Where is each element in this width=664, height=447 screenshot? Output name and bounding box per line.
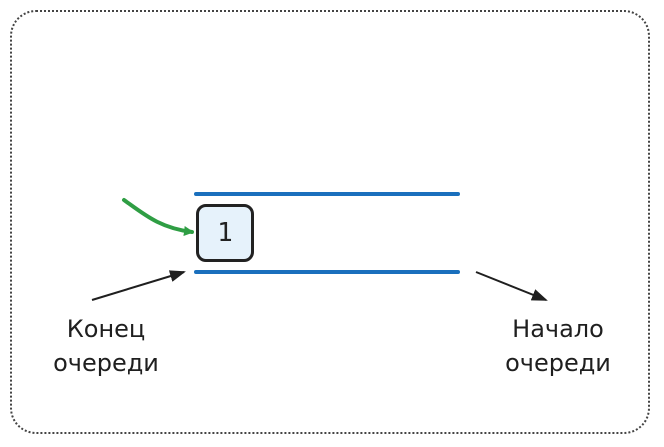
- tail-pointer-arrow: [91, 270, 186, 301]
- tail-label-line2: очереди: [53, 349, 159, 377]
- tail-label-line1: Конец: [66, 315, 146, 343]
- head-label: Начало очереди: [480, 312, 636, 380]
- tail-label: Конец очереди: [28, 312, 184, 380]
- head-label-line1: Начало: [512, 315, 604, 343]
- diagram-frame: [10, 10, 650, 434]
- head-pointer-arrow: [475, 271, 548, 301]
- head-label-line2: очереди: [505, 349, 611, 377]
- enqueue-arrow: [122, 198, 194, 236]
- queue-item: 1: [196, 204, 254, 262]
